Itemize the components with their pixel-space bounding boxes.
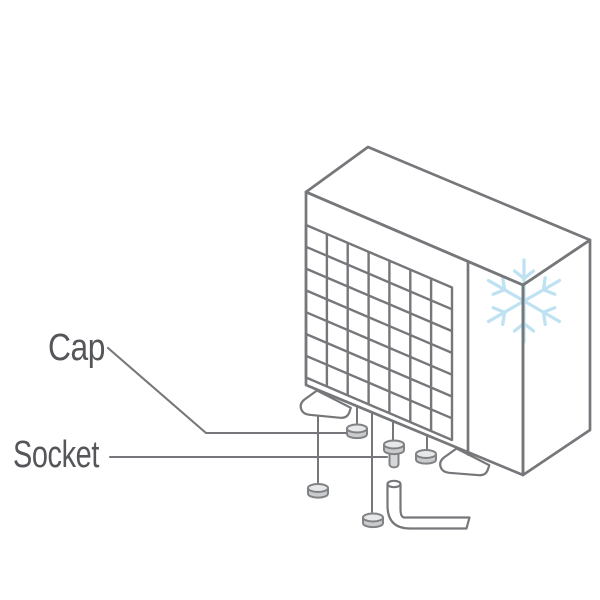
socket-stem <box>388 451 400 469</box>
part-hanger-lines <box>317 406 428 513</box>
cap-part-3 <box>307 483 329 499</box>
elbow-pipe <box>386 479 471 530</box>
mounting-feet <box>299 389 491 477</box>
leader-lines <box>106 346 389 459</box>
socket-head <box>383 439 405 456</box>
elbow-pipe-opening <box>386 479 402 489</box>
mounting-foot-left <box>299 389 352 419</box>
side-face-edge <box>521 238 592 477</box>
grille-frame <box>304 223 454 442</box>
cap-part-1 <box>346 423 368 440</box>
top-face <box>306 147 590 285</box>
socket-label: Socket <box>13 434 100 476</box>
elbow-pipe-body <box>386 482 471 530</box>
cap-label: Cap <box>48 327 105 369</box>
cap-part-4 <box>362 512 384 529</box>
side-face <box>523 240 590 475</box>
mounting-foot-right <box>439 447 491 477</box>
socket-part <box>383 439 405 469</box>
cap-leader-line <box>106 346 348 435</box>
cap-part-2 <box>415 449 437 465</box>
front-grille <box>304 223 454 442</box>
